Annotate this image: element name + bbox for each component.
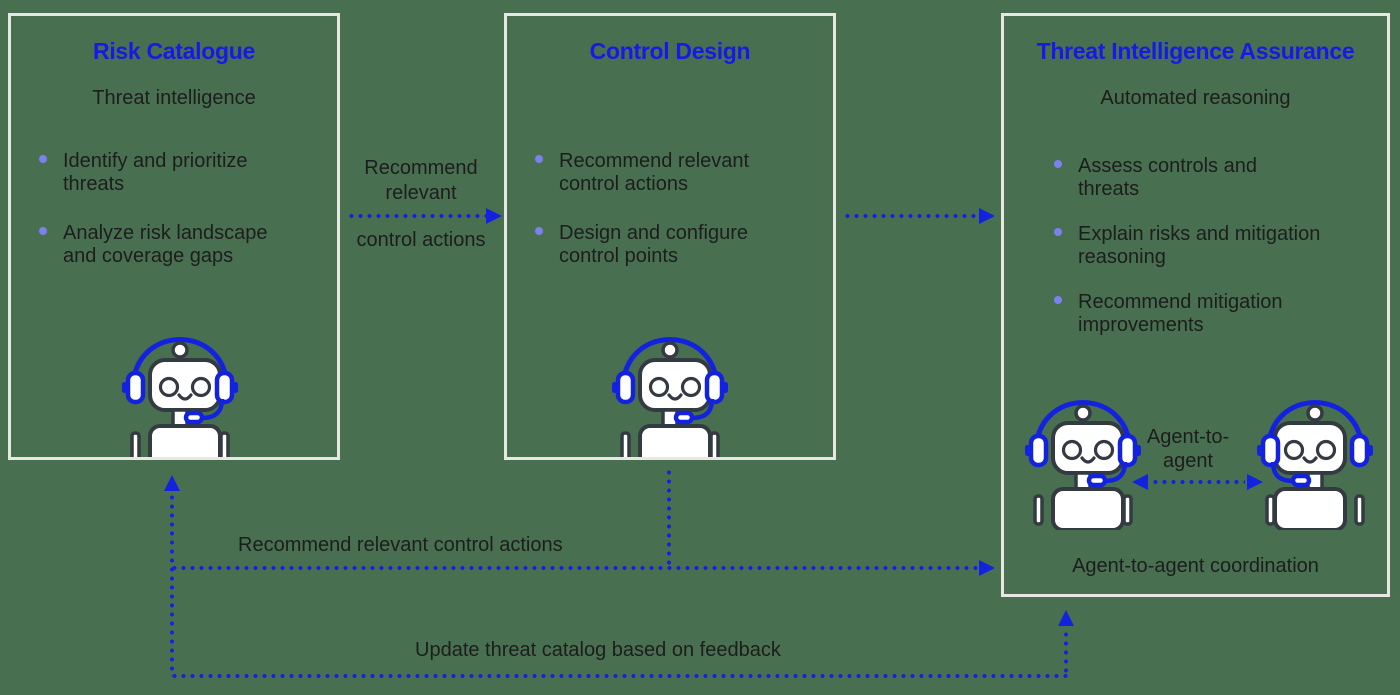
arrow-left-icon: [1132, 474, 1148, 490]
arrow-up-icon: [164, 475, 180, 491]
bullet-label: Design and configure control points: [559, 222, 749, 267]
bullet-label: Recommend mitigation improvements: [1078, 291, 1283, 336]
box-control-design: Control Design Recommend relevant contro…: [504, 13, 836, 460]
box-subtitle: Automated reasoning: [1100, 87, 1291, 109]
dotted-line-icon: [1064, 630, 1068, 676]
agent-to-agent-label: Agent-to-agent: [1146, 426, 1230, 472]
bullet-list: Identify and prioritize threats Analyze …: [11, 150, 298, 294]
dotted-arrow-icon: [170, 674, 1068, 678]
ring-bullet-icon: [39, 155, 47, 163]
box-risk-catalogue: Risk Catalogue Threat intelligence Ident…: [8, 13, 340, 460]
box-subtitle: Threat intelligence: [92, 87, 256, 109]
ring-bullet-icon: [1054, 160, 1062, 168]
bullet-label: Analyze risk landscape and coverage gaps: [63, 222, 268, 267]
dotted-arrow-icon: [347, 214, 486, 218]
connector-label-top: Recommend relevant: [364, 157, 478, 204]
list-item: Recommend relevant control actions: [535, 150, 794, 196]
bullet-label: Explain risks and mitigation reasoning: [1078, 223, 1321, 268]
dotted-arrow-icon: [1151, 480, 1245, 484]
box-threat-intelligence-assurance: Threat Intelligence Assurance Automated …: [1001, 13, 1390, 597]
ring-bullet-icon: [535, 227, 543, 235]
bullet-label: Assess controls and threats: [1078, 155, 1257, 200]
list-item: Recommend mitigation improvements: [1054, 291, 1323, 337]
arrow-right-icon: [486, 208, 502, 224]
arrow-right-icon: [979, 208, 995, 224]
robot-agent-icon: [1023, 398, 1143, 530]
dotted-arrow-icon: [170, 566, 978, 570]
dotted-line-icon: [667, 468, 671, 568]
connector-label-bottom: control actions: [356, 229, 486, 251]
list-item: Identify and prioritize threats: [39, 150, 298, 196]
dotted-line-icon: [170, 493, 174, 676]
ring-bullet-icon: [1054, 296, 1062, 304]
list-item: Analyze risk landscape and coverage gaps: [39, 222, 298, 268]
arrow-up-icon: [1058, 610, 1074, 626]
ring-bullet-icon: [535, 155, 543, 163]
agent-coordination-caption: Agent-to-agent coordination: [1072, 555, 1319, 577]
robot-agent-icon: [1255, 398, 1375, 530]
bullet-list: Recommend relevant control actions Desig…: [507, 150, 794, 294]
box-title: Threat Intelligence Assurance: [1036, 38, 1355, 64]
list-item: Assess controls and threats: [1054, 155, 1323, 201]
list-item: Explain risks and mitigation reasoning: [1054, 223, 1323, 269]
update-catalog-label: Update threat catalog based on feedback: [415, 639, 781, 661]
bullet-label: Identify and prioritize threats: [63, 150, 248, 195]
arrow-right-icon: [1247, 474, 1263, 490]
dotted-arrow-icon: [843, 214, 979, 218]
page-title: Risk Catalogue: [93, 38, 255, 64]
arrow-right-icon: [979, 560, 995, 576]
bullet-list: Assess controls and threats Explain risk…: [1004, 155, 1323, 359]
robot-agent-icon: [610, 335, 730, 460]
bullet-label: Recommend relevant control actions: [559, 150, 750, 195]
recommend-actions-label: Recommend relevant control actions: [238, 534, 563, 556]
ring-bullet-icon: [1054, 228, 1062, 236]
list-item: Design and configure control points: [535, 222, 794, 268]
box-title: Control Design: [589, 38, 751, 64]
robot-agent-icon: [120, 335, 240, 460]
ring-bullet-icon: [39, 227, 47, 235]
